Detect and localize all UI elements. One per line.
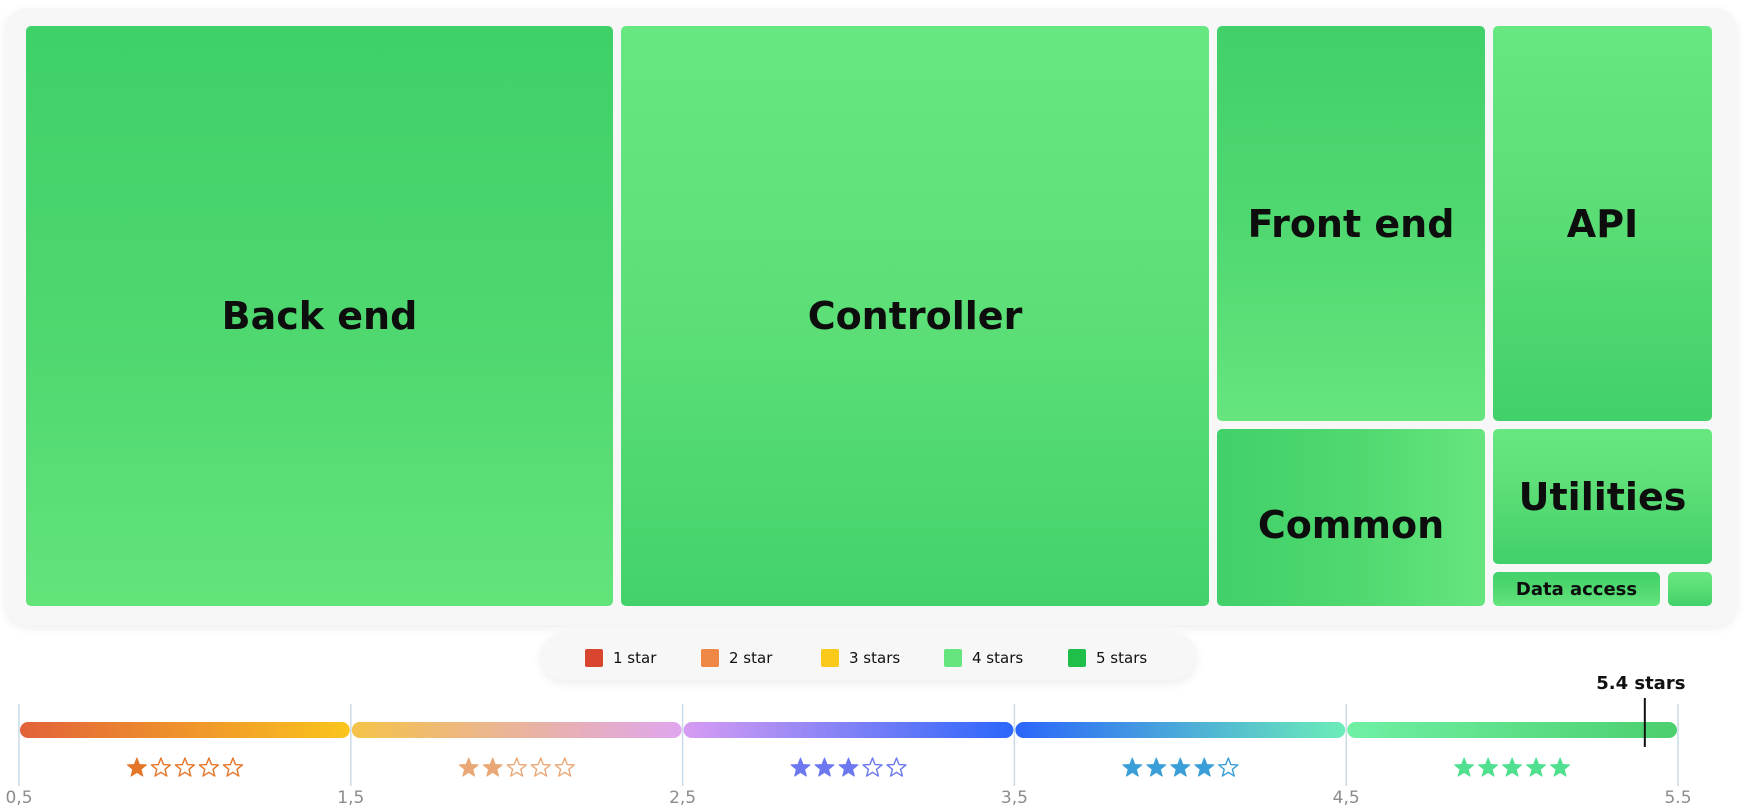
star-filled-icon bbox=[838, 757, 859, 777]
star-outline-icon bbox=[886, 757, 907, 777]
tile-label: Controller bbox=[807, 294, 1023, 338]
star-outline-icon bbox=[150, 757, 172, 777]
tile-label: API bbox=[1566, 201, 1639, 246]
treemap-tile-common[interactable]: Common bbox=[1217, 429, 1485, 606]
star-filled-icon bbox=[458, 757, 479, 777]
legend-label: 1 star bbox=[613, 649, 657, 667]
legend-swatch bbox=[944, 649, 962, 667]
star-filled-icon bbox=[1122, 757, 1143, 777]
legend-swatch bbox=[821, 649, 839, 667]
legend-swatch bbox=[701, 649, 719, 667]
treemap-tile-controller[interactable]: Controller bbox=[621, 26, 1209, 606]
treemap-tile-utilities[interactable]: Utilities bbox=[1493, 429, 1712, 564]
star-filled-icon bbox=[1526, 757, 1547, 777]
star-outline-icon bbox=[554, 757, 575, 777]
legend-item: 3 stars bbox=[821, 648, 900, 668]
legend-item: 1 star bbox=[585, 648, 656, 668]
tile-label: Back end bbox=[221, 294, 418, 338]
treemap-tile-back-end[interactable]: Back end bbox=[26, 26, 613, 606]
star-filled-icon bbox=[1478, 757, 1499, 777]
legend-label: 3 stars bbox=[849, 649, 901, 667]
star-filled-icon bbox=[814, 757, 835, 777]
star-outline-icon bbox=[1218, 757, 1239, 777]
star-filled-icon bbox=[1170, 757, 1191, 777]
scale-segment bbox=[20, 722, 350, 738]
tick-label: 3,5 bbox=[1001, 788, 1028, 808]
legend-label: 4 stars bbox=[972, 649, 1024, 667]
scale-segment bbox=[1347, 722, 1677, 738]
legend-swatch bbox=[585, 649, 603, 667]
legend-item: 2 star bbox=[701, 648, 772, 668]
star-filled-icon bbox=[1454, 757, 1475, 777]
tick-label: 1,5 bbox=[337, 788, 364, 808]
star-outline-icon bbox=[222, 757, 244, 777]
tick-label: 4,5 bbox=[1333, 788, 1360, 808]
star-filled-icon bbox=[1194, 757, 1215, 777]
legend-item: 4 stars bbox=[944, 648, 1023, 668]
star-outline-icon bbox=[506, 757, 527, 777]
scale-segment bbox=[683, 722, 1014, 738]
tile-label: Utilities bbox=[1518, 474, 1687, 519]
legend-item: 5 stars bbox=[1068, 648, 1147, 668]
rating-scale: 0,5 1,5 2,5 3,5 4,5 5.5 5.4 stars bbox=[5, 673, 1691, 808]
scale-segment bbox=[351, 722, 682, 738]
star-filled-icon bbox=[1550, 757, 1571, 777]
star-filled-icon bbox=[790, 757, 811, 777]
tile-label: Common bbox=[1257, 502, 1445, 547]
legend-swatch bbox=[1068, 649, 1086, 667]
tick-label: 5.5 bbox=[1664, 788, 1691, 808]
tick-label: 2,5 bbox=[669, 788, 696, 808]
treemap-tile-api[interactable]: API bbox=[1493, 26, 1712, 421]
legend-label: 5 stars bbox=[1096, 649, 1148, 667]
legend: 1 star 2 star 3 stars 4 stars 5 stars bbox=[541, 633, 1196, 680]
tick-label: 0,5 bbox=[5, 788, 32, 808]
legend-label: 2 star bbox=[729, 649, 773, 667]
score-label: 5.4 stars bbox=[1596, 673, 1685, 694]
star-outline-icon bbox=[530, 757, 551, 777]
treemap-tile-front-end[interactable]: Front end bbox=[1217, 26, 1485, 421]
star-filled-icon bbox=[126, 757, 147, 777]
star-outline-icon bbox=[198, 757, 220, 777]
scale-segment bbox=[1015, 722, 1346, 738]
tile-label: Data access bbox=[1515, 578, 1638, 600]
star-filled-icon bbox=[1146, 757, 1167, 777]
star-filled-icon bbox=[482, 757, 503, 777]
star-outline-icon bbox=[174, 757, 196, 777]
star-filled-icon bbox=[1502, 757, 1523, 777]
star-outline-icon bbox=[862, 757, 883, 777]
treemap-tile-small[interactable] bbox=[1668, 572, 1712, 606]
tile-label: Front end bbox=[1247, 201, 1455, 246]
treemap-tile-data-access[interactable]: Data access bbox=[1493, 572, 1660, 606]
